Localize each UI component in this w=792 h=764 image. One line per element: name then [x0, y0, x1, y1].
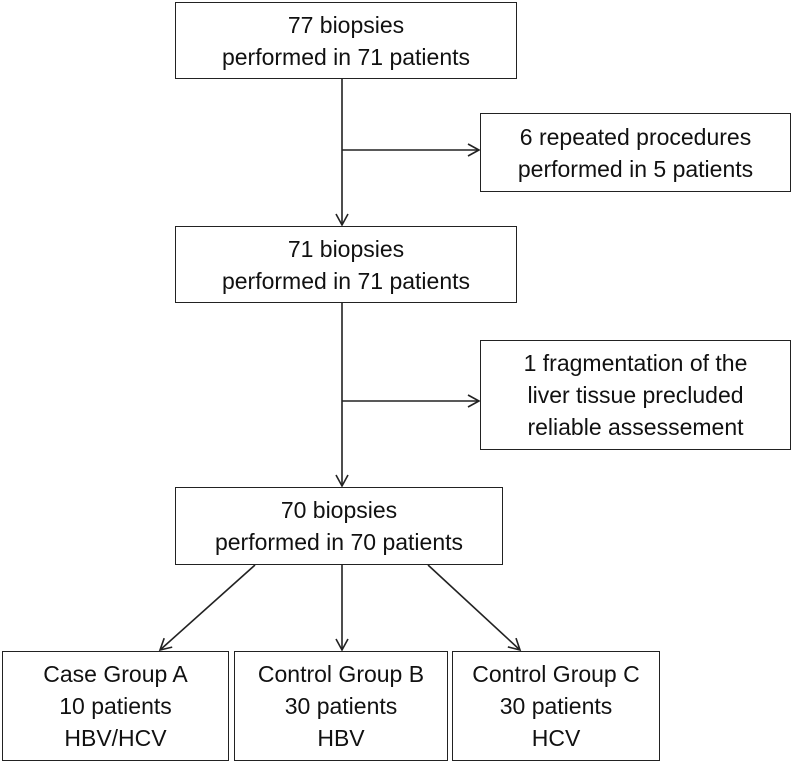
- excluded-fragment-node: 1 fragmentation of the liver tissue prec…: [480, 340, 791, 450]
- excluded-repeat-node: 6 repeated procedures performed in 5 pat…: [480, 113, 791, 192]
- final-line-2: performed in 70 patients: [214, 529, 464, 555]
- start-node: 77 biopsies performed in 71 patients: [175, 2, 517, 79]
- group-a-title: Case Group A: [43, 661, 188, 687]
- final-node: 70 biopsies performed in 70 patients: [175, 487, 503, 565]
- after-repeat-line-1: 71 biopsies: [287, 235, 405, 262]
- arrow-final-to-group-c: [427, 564, 522, 652]
- excluded-fragment-line-1: 1 fragmentation of the: [523, 350, 748, 376]
- excluded-repeat-line-1: 6 repeated procedures: [519, 123, 752, 150]
- group-a-node: Case Group A 10 patients HBV/HCV: [2, 651, 229, 761]
- group-c-count: 30 patients: [499, 693, 613, 719]
- excluded-fragment-line-2: liver tissue precluded: [527, 382, 744, 408]
- group-a-count: 10 patients: [59, 693, 172, 719]
- start-line-1: 77 biopsies: [287, 11, 405, 38]
- excluded-fragment-line-3: reliable assessement: [527, 414, 744, 440]
- excluded-repeat-line-2: performed in 5 patients: [517, 155, 754, 182]
- group-c-node: Control Group C 30 patients HCV: [452, 651, 660, 761]
- group-b-type: HBV: [317, 725, 365, 751]
- group-b-node: Control Group B 30 patients HBV: [234, 651, 448, 761]
- arrow-final-to-group-a: [158, 564, 256, 652]
- final-line-1: 70 biopsies: [280, 497, 398, 523]
- start-line-2: performed in 71 patients: [221, 43, 471, 70]
- group-b-title: Control Group B: [257, 661, 425, 687]
- group-b-count: 30 patients: [284, 693, 398, 719]
- group-c-title: Control Group C: [472, 661, 640, 687]
- group-c-type: HCV: [531, 725, 581, 751]
- after-repeat-node: 71 biopsies performed in 71 patients: [175, 226, 517, 303]
- group-a-type: HBV/HCV: [64, 725, 167, 751]
- after-repeat-line-2: performed in 71 patients: [221, 267, 471, 294]
